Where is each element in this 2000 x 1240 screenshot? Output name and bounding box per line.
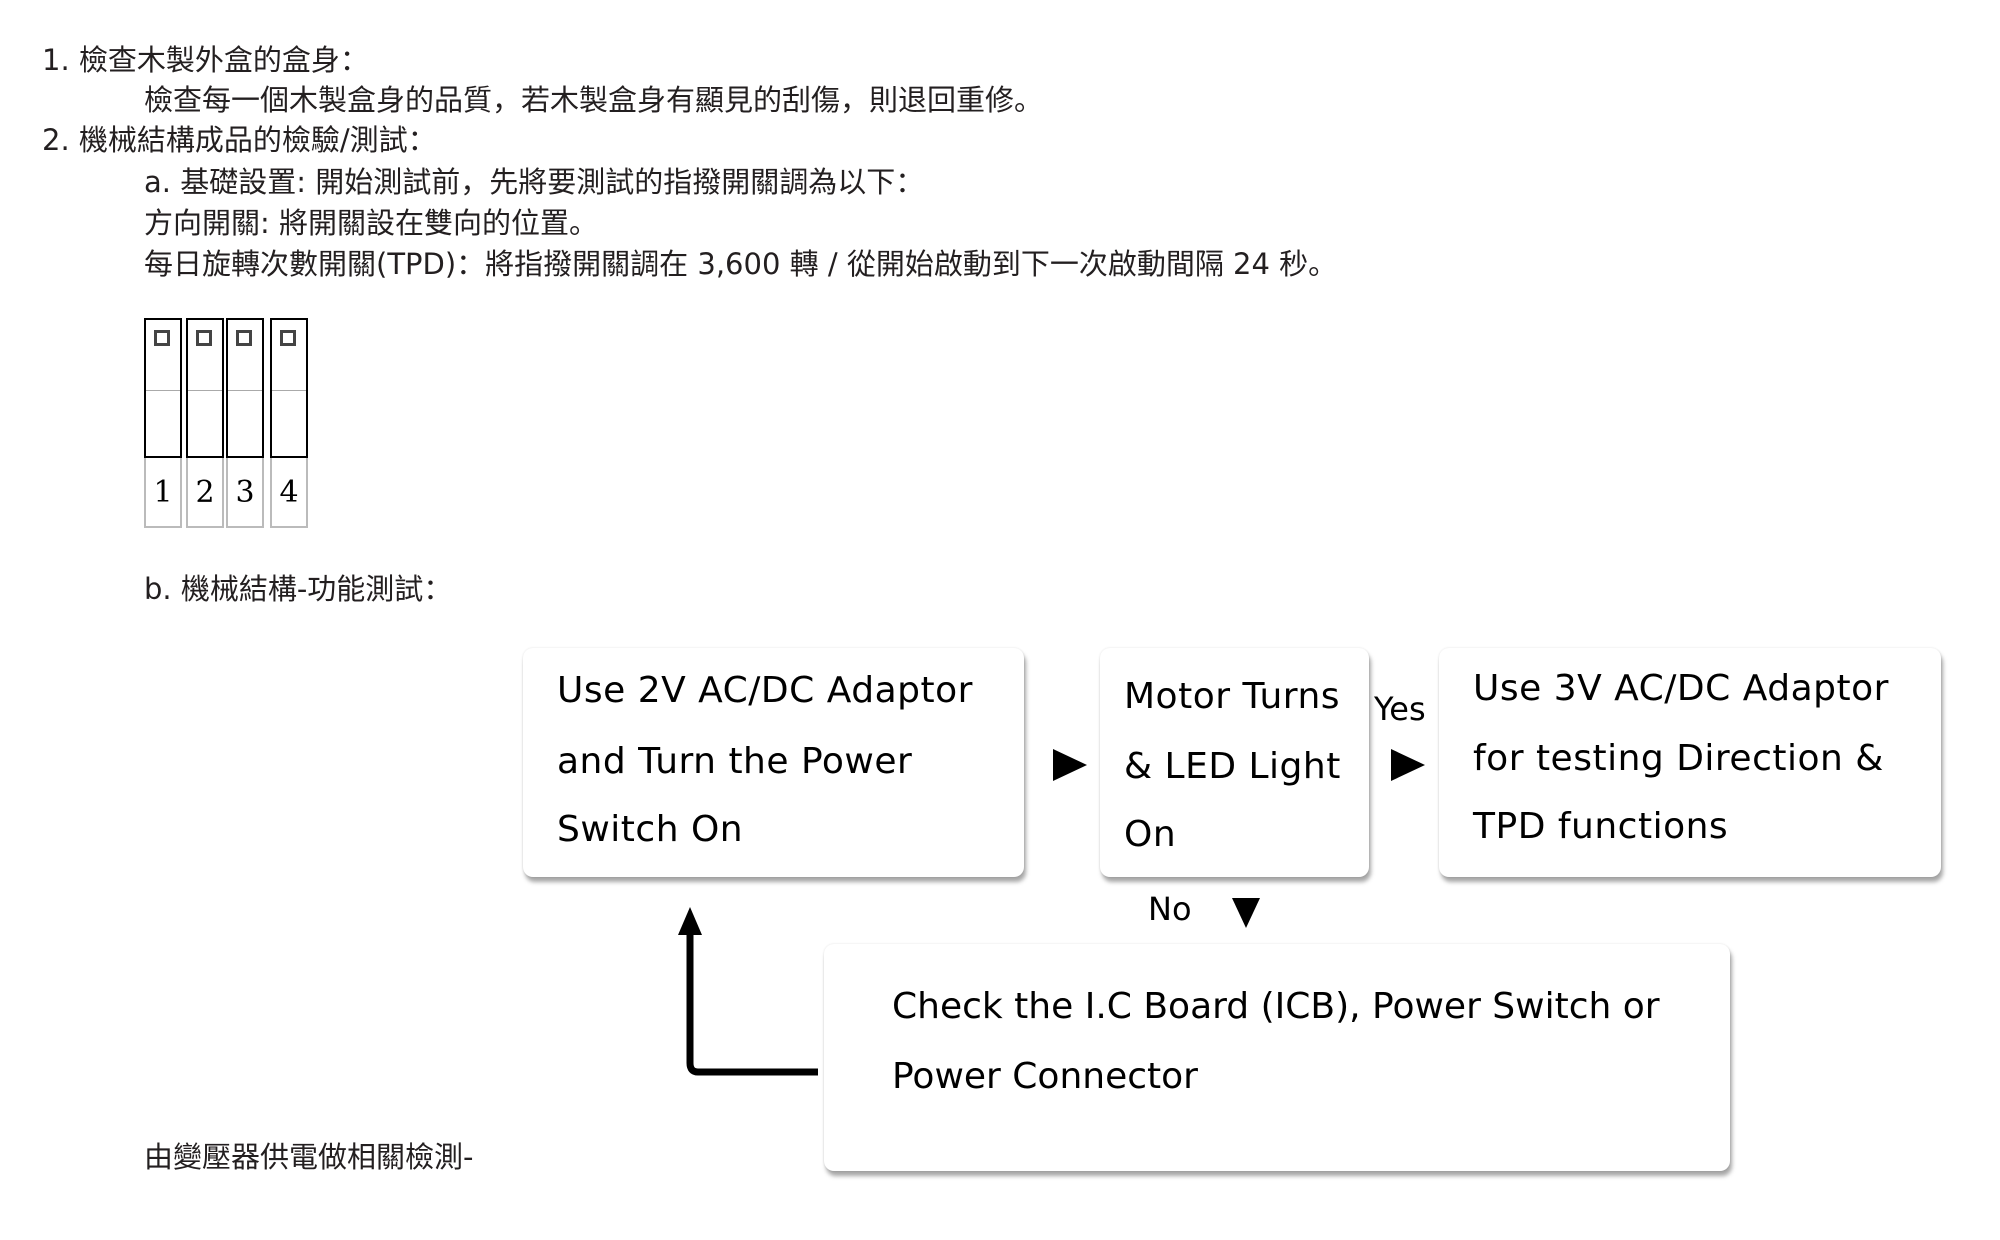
arrow-right-icon: [1391, 749, 1425, 781]
dip-switch-diagram: 1 2 3 4: [144, 318, 310, 528]
switch-knob-icon: [196, 330, 212, 346]
dip-switch-2: 2: [186, 318, 224, 528]
return-arrow-icon: [678, 907, 818, 1076]
flow-step-3v-test: Use 3V AC/DC Adaptor for testing Directi…: [1439, 648, 1941, 877]
dip-switch-4: 4: [270, 318, 308, 528]
flow-step-text: and Turn the Power: [557, 741, 913, 782]
section-1-body: 檢查每一個木製盒身的品質，若木製盒身有顯見的刮傷，則退回重修。: [144, 83, 1044, 117]
section-2b-title: b. 機械結構-功能測試：: [144, 572, 453, 606]
flow-step-text: & LED Light: [1124, 746, 1341, 787]
dip-switch-label: 2: [186, 458, 224, 528]
dip-switch-1: 1: [144, 318, 182, 528]
dip-switch-label: 3: [226, 458, 264, 528]
switch-knob-icon: [154, 330, 170, 346]
flow-step-text: TPD functions: [1473, 806, 1729, 847]
flow-step-text: Motor Turns: [1124, 676, 1341, 717]
no-label: No: [1148, 890, 1192, 928]
switch-knob-icon: [236, 330, 252, 346]
dip-switch-3: 3: [226, 318, 264, 528]
flow-step-text: for testing Direction &: [1473, 738, 1884, 779]
section-2-heading: 2. 機械結構成品的檢驗/測試：: [42, 123, 437, 157]
flow-step-power-on: Use 2V AC/DC Adaptor and Turn the Power …: [523, 648, 1024, 877]
yes-label: Yes: [1374, 690, 1426, 728]
section-2a-title: a. 基礎設置: 開始測試前，先將要測試的指撥開關調為以下：: [144, 165, 925, 199]
flow-step-check-board: Check the I.C Board (ICB), Power Switch …: [824, 944, 1730, 1171]
flow-step-text: Use 2V AC/DC Adaptor: [557, 670, 973, 711]
flow-step-text: Switch On: [557, 809, 744, 850]
direction-switch-text: 方向開關: 將開關設在雙向的位置。: [144, 206, 598, 240]
arrow-right-icon: [1053, 749, 1087, 781]
flow-step-text: Use 3V AC/DC Adaptor: [1473, 668, 1889, 709]
arrow-down-icon: [1232, 898, 1260, 928]
flow-step-motor-check: Motor Turns & LED Light On: [1100, 648, 1369, 877]
dip-switch-label: 4: [270, 458, 308, 528]
dip-switch-label: 1: [144, 458, 182, 528]
tpd-switch-text: 每日旋轉次數開關(TPD)：將指撥開關調在 3,600 轉 / 從開始啟動到下一…: [144, 247, 1338, 281]
switch-knob-icon: [280, 330, 296, 346]
footer-note: 由變壓器供電做相關檢測-: [144, 1140, 474, 1174]
flow-step-text: Power Connector: [892, 1056, 1198, 1097]
flow-step-text: On: [1124, 814, 1177, 855]
flow-step-text: Check the I.C Board (ICB), Power Switch …: [892, 986, 1660, 1027]
section-1-heading: 1. 檢查木製外盒的盒身：: [42, 43, 369, 77]
